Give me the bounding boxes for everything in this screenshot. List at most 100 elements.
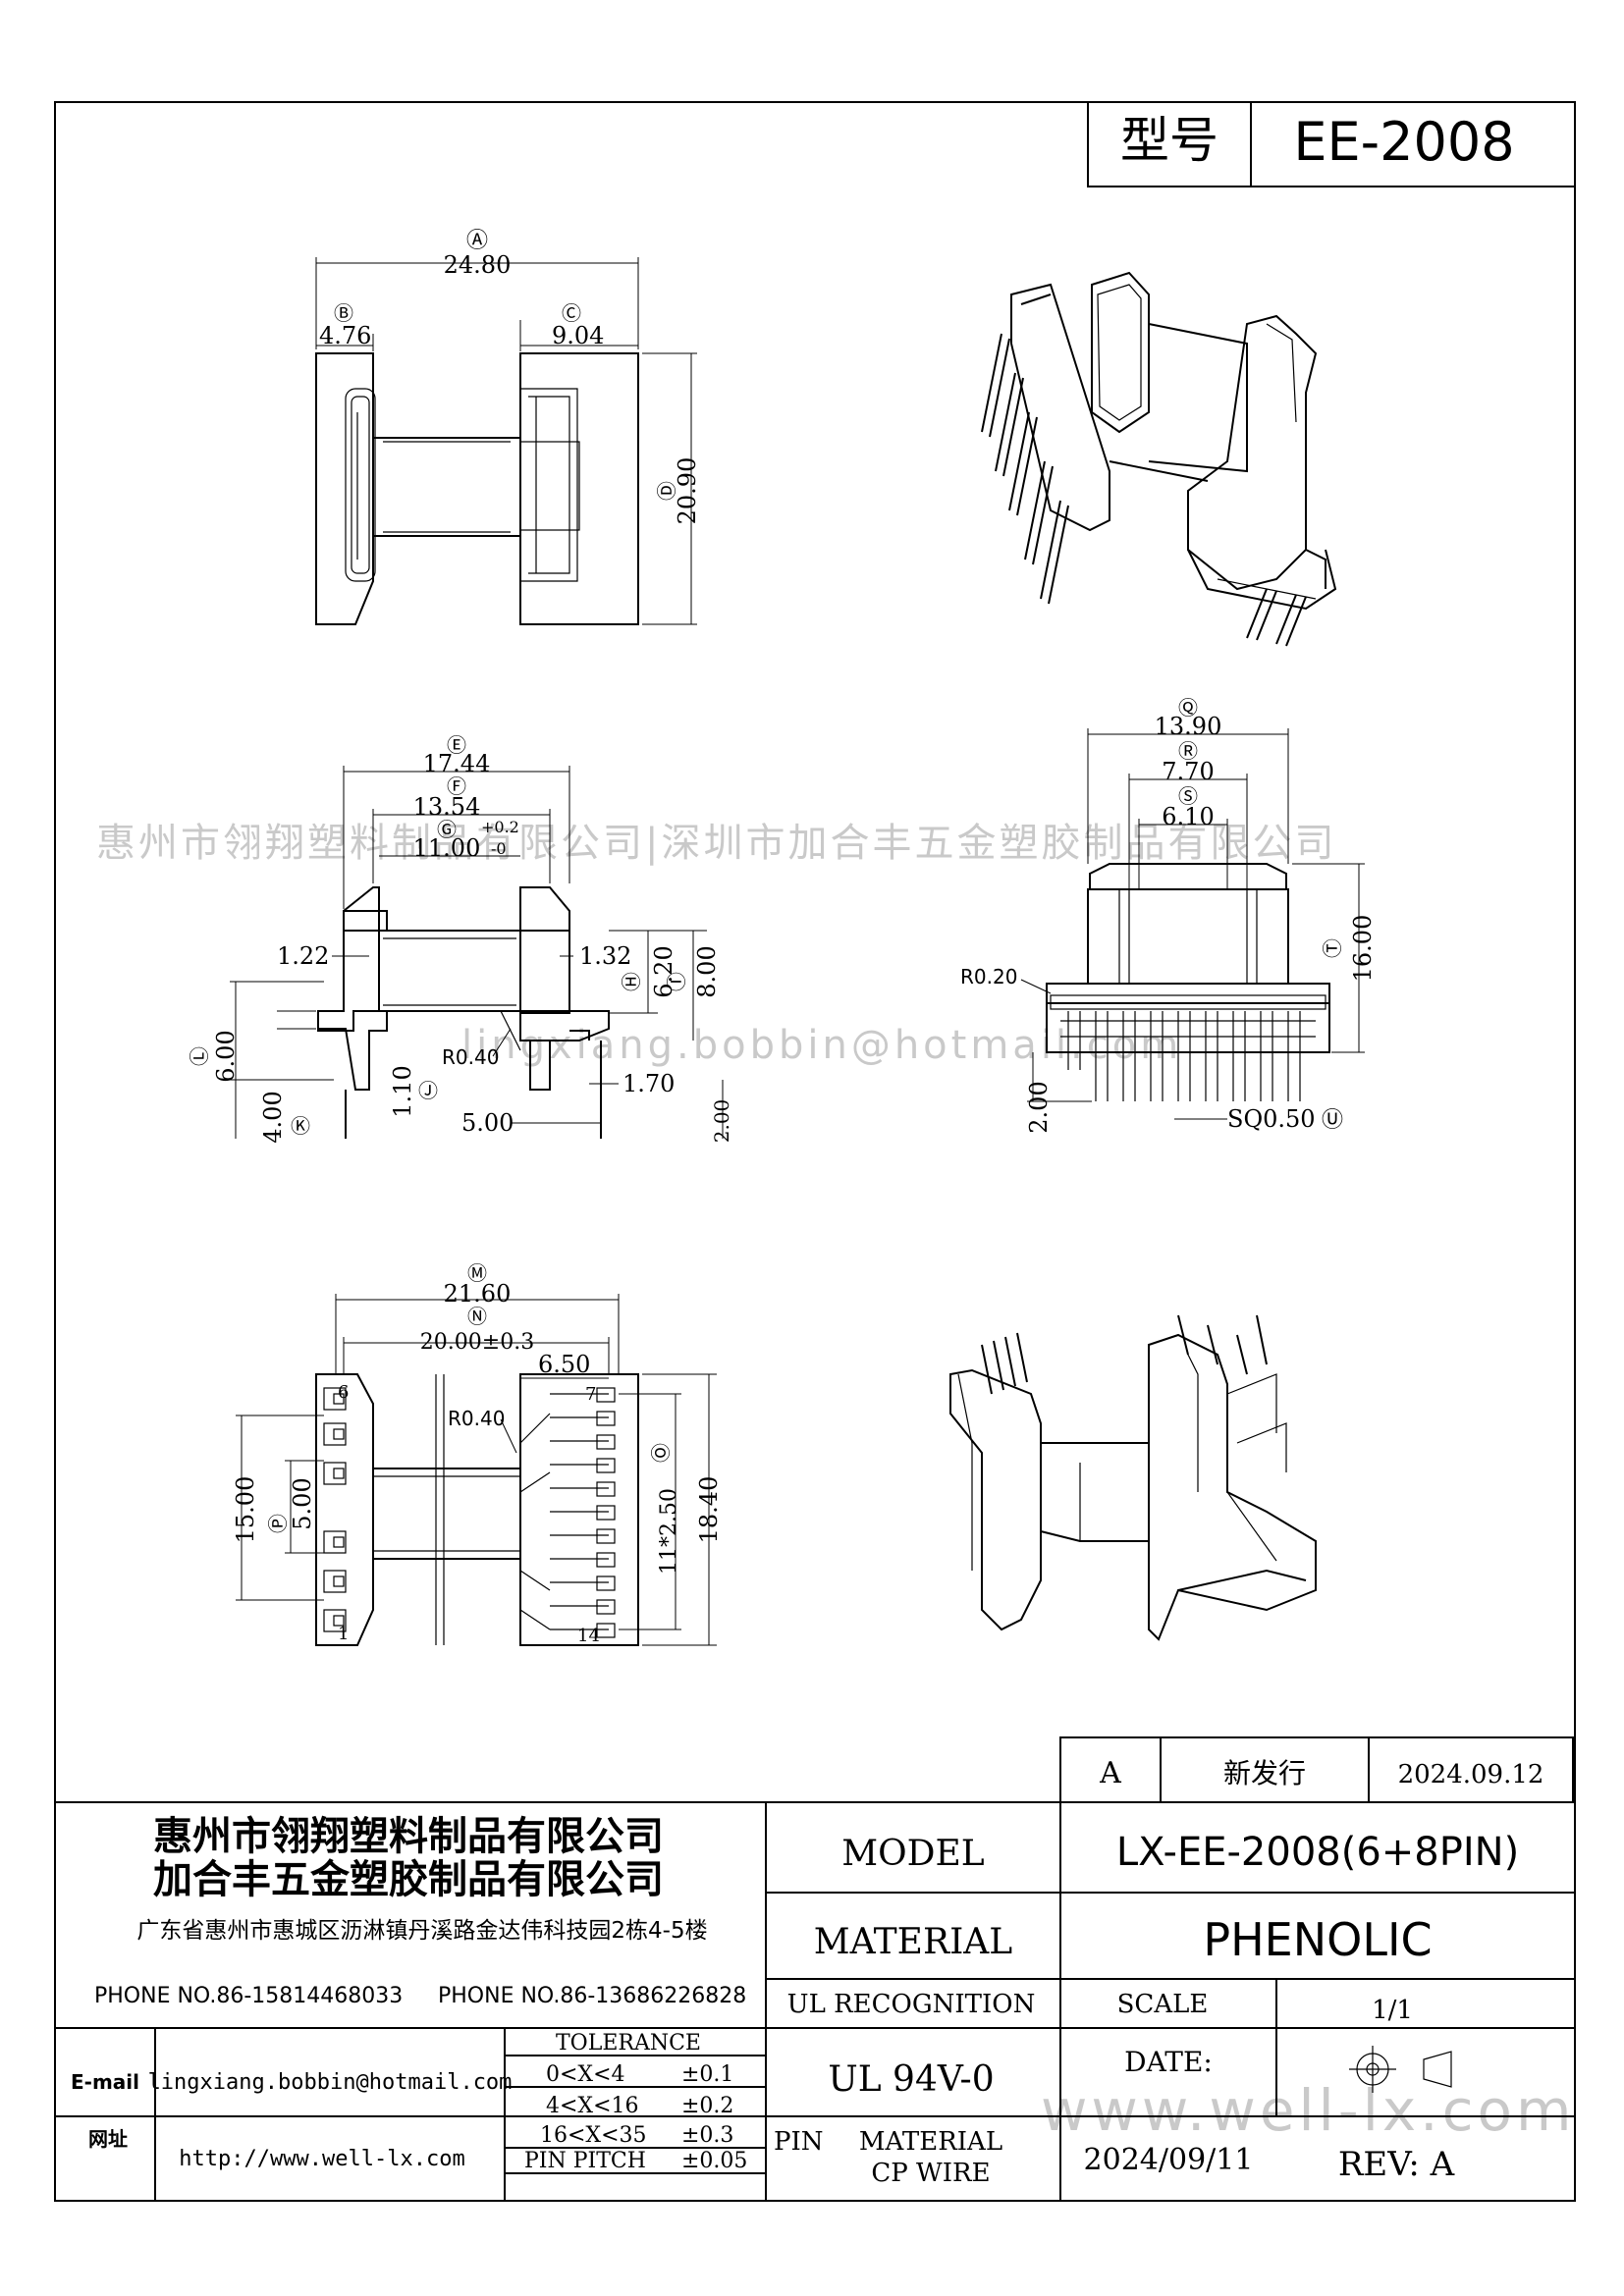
dim-T-value: 16.00 [1349,915,1377,983]
tol-value-1: ±0.2 [681,2094,733,2118]
date-label: DATE: [1124,2046,1213,2078]
material-label: MATERIAL [814,1922,1013,1962]
company-phone-2: PHONE NO.86-13686226828 [438,1984,746,2008]
dim-I-label: Ⓘ [665,972,688,991]
pin-label-6: 6 [338,1382,349,1403]
watermark-company: 惠州市翎翔塑料制品有限公司|深圳市加合丰五金塑胶制品有限公司 [96,821,1336,866]
dim-O-label: Ⓞ [649,1443,673,1463]
dim-L-label: Ⓛ [188,1046,211,1066]
pin-material-label: MATERIAL [859,2127,1002,2157]
date-value: 2024/09/11 [1084,2143,1254,2177]
dim-2.00-side: 2.00 [1025,1081,1053,1133]
dim-6.50: 6.50 [538,1351,590,1378]
dim-1.22: 1.22 [277,942,329,970]
pin-label-7: 7 [585,1384,596,1405]
model-value: LX-EE-2008(6+8PIN) [1116,1830,1519,1875]
dim-P-label: Ⓟ [266,1514,290,1533]
company-phone-1: PHONE NO.86-15814468033 [94,1984,403,2008]
front-view: Ⓔ 17.44 Ⓕ 13.54 Ⓖ 11.00 +0.2 -0 1.22 1.3… [188,733,733,1144]
top-view: Ⓐ 24.80 Ⓑ 4.76 Ⓒ 9.04 Ⓓ 20.90 [315,229,701,625]
dim-S-value: 6.10 [1162,803,1214,830]
dim-C-value: 9.04 [552,322,604,349]
scale-value: 1/1 [1372,1996,1413,2025]
dim-N-value: 20.00±0.3 [420,1330,534,1355]
dim-O-value: 11*2.50 [657,1488,681,1575]
dim-H-value: 6.20 [650,945,677,997]
dim-I-value: 8.00 [693,945,721,997]
tolerance-header: TOLERANCE [556,2031,701,2056]
dim-K-value: 4.00 [259,1091,287,1143]
dim-N-label: Ⓝ [467,1305,487,1328]
dim-Q-label: Ⓠ [1178,696,1198,720]
dim-G-tol-up: +0.2 [481,818,519,836]
dim-J-value: 1.10 [389,1065,416,1117]
watermark-web: www.well-lx.com [1041,2077,1575,2144]
left-pin-pads [323,1387,347,1632]
model-code: EE-2008 [1293,111,1514,173]
web-value: http://www.well-lx.com [179,2147,464,2171]
dim-R-label: Ⓡ [1178,739,1198,763]
material-value: PHENOLIC [1203,1913,1432,1966]
model-label-cn: 型号 [1120,112,1218,169]
tol-value-2: ±0.3 [681,2123,733,2148]
rev-label: REV: A [1338,2145,1455,2184]
email-value: lingxiang.bobbin@hotmail.com [148,2070,513,2095]
dim-A-label: Ⓐ [466,229,488,253]
revision-rev: A [1099,1756,1121,1790]
dim-1.32: 1.32 [579,942,631,970]
revision-desc: 新发行 [1223,1757,1306,1789]
dim-T-label: Ⓣ [1321,938,1344,958]
dim-G-value: 11.00 [413,834,481,862]
dim-B-value: 4.76 [319,322,371,349]
projection-symbol-icon [1349,2046,1452,2093]
dim-D-label: Ⓓ [655,481,678,501]
dim-P-value: 5.00 [289,1477,316,1529]
scale-label: SCALE [1117,1990,1209,2019]
web-label: 网址 [88,2127,128,2151]
title-block: 惠州市翎翔塑料制品有限公司 加合丰五金塑胶制品有限公司 广东省惠州市惠城区沥淋镇… [54,1801,1576,2202]
bottom-view: Ⓜ 21.60 Ⓝ 20.00±0.3 6.50 R0.40 15.00 Ⓟ 5… [232,1261,723,1646]
tol-value-3: ±0.05 [681,2149,747,2173]
company-address: 广东省惠州市惠城区沥淋镇丹溪路金达伟科技园2栋4-5楼 [136,1918,707,1944]
ul-value: UL 94V-0 [828,2059,994,2100]
dim-B-label: Ⓑ [334,301,353,325]
pin-label-1: 1 [338,1624,349,1644]
dim-R0.40-bottom: R0.40 [448,1407,505,1430]
pin-label-14: 14 [577,1626,600,1646]
right-pin-pads [519,1387,616,1638]
tol-value-0: ±0.1 [681,2062,733,2087]
model-label: MODEL [841,1834,985,1874]
dim-R-value: 7.70 [1162,758,1214,785]
dim-F-value: 13.54 [413,793,481,821]
dim-L-value: 6.00 [212,1030,240,1082]
dim-1.70: 1.70 [623,1070,675,1097]
model-title-box: 型号 EE-2008 [1087,101,1576,187]
dim-2.00-front: 2.00 [710,1099,733,1144]
watermark-email: lingxiang.bobbin@hotmail.com [461,1023,1182,1068]
dim-C-label: Ⓒ [562,301,581,325]
tol-range-0: 0<X<4 [546,2062,625,2087]
side-view: Ⓠ 13.90 Ⓡ 7.70 Ⓢ 6.10 Ⓣ 16.00 R0.20 2.00… [960,696,1377,1134]
dim-5.00: 5.00 [461,1109,514,1137]
dim-H-label: Ⓗ [620,972,643,991]
dim-D-value: 20.90 [674,457,701,525]
dim-E-label: Ⓔ [447,733,466,757]
company-name-2: 加合丰五金塑胶制品有限公司 [153,1857,664,1902]
dim-R0.40-front: R0.40 [442,1045,499,1069]
dim-A-value: 24.80 [444,251,512,279]
tol-range-1: 4<X<16 [546,2094,639,2118]
dim-G-tol-dn: -0 [491,839,507,858]
dim-15.00: 15.00 [232,1476,259,1544]
dim-E-value: 17.44 [423,750,491,777]
email-label: E-mail [71,2070,139,2094]
pin-material-value: CP WIRE [871,2159,990,2188]
dim-M-label: Ⓜ [467,1261,487,1285]
dim-J-label: Ⓙ [418,1079,438,1102]
ul-label: UL RECOGNITION [787,1990,1036,2019]
revision-date: 2024.09.12 [1398,1760,1544,1789]
dim-G-label: Ⓖ [437,818,457,841]
dim-R0.20: R0.20 [960,965,1017,988]
tol-range-2: 16<X<35 [540,2123,647,2148]
tol-range-3: PIN PITCH [524,2149,646,2173]
